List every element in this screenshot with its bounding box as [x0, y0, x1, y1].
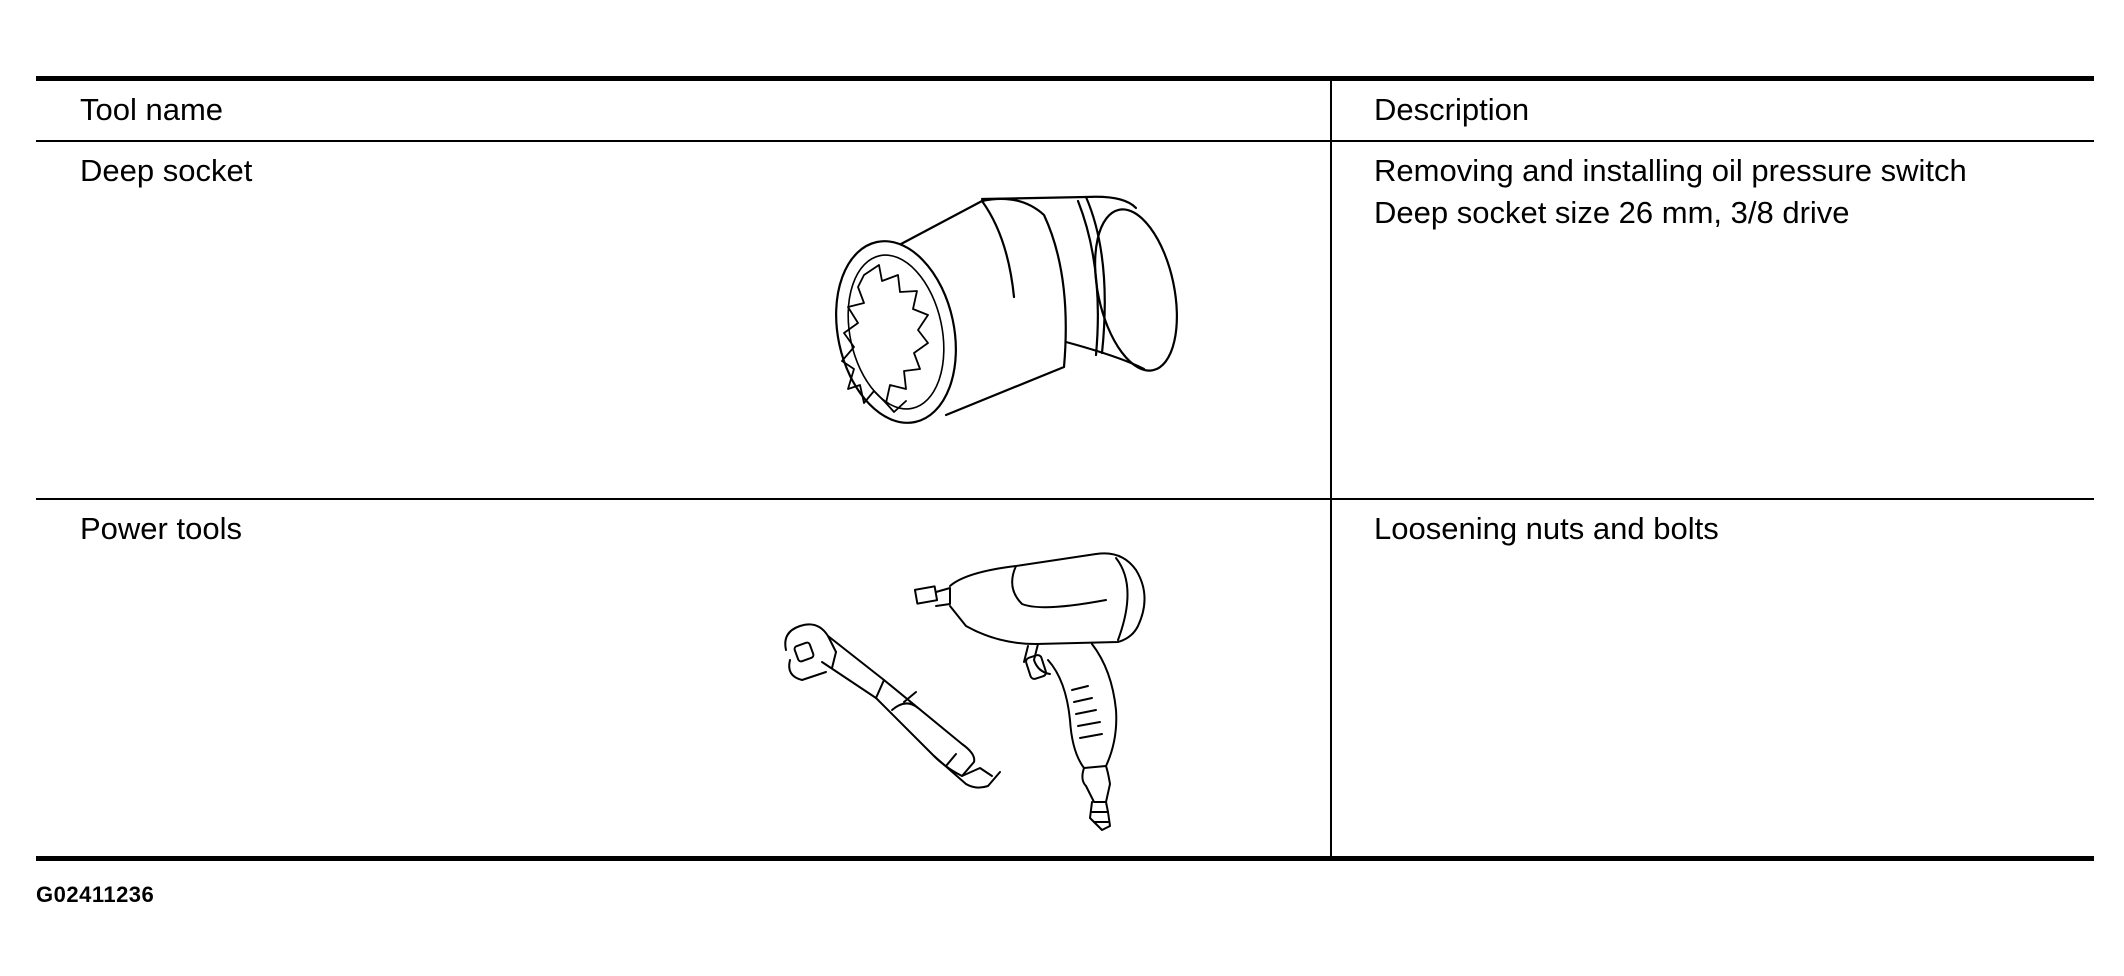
description-line: Loosening nuts and bolts — [1374, 511, 1719, 546]
deep-socket-illustration — [835, 195, 1178, 424]
tool-name-cell: Deep socket — [36, 142, 1332, 498]
table-header-row: Tool name Description — [36, 81, 2094, 140]
power-tools-illustration — [784, 552, 1146, 831]
description-cell: Loosening nuts and bolts — [1332, 500, 2094, 856]
tool-name-deep-socket: Deep socket — [80, 153, 253, 188]
table-row: Power tools — [36, 498, 2094, 856]
table-row: Deep socket — [36, 140, 2094, 498]
header-tool-name-cell: Tool name — [36, 81, 1332, 140]
tool-name-power-tools: Power tools — [80, 511, 242, 546]
header-tool-name: Tool name — [80, 92, 224, 127]
description-line: Removing and installing oil pressure swi… — [1374, 153, 1967, 188]
description-line: Deep socket size 26 mm, 3/8 drive — [1374, 195, 1850, 230]
impact-wrench-icon — [913, 552, 1146, 831]
description-text: Removing and installing oil pressure swi… — [1374, 150, 1967, 234]
header-description: Description — [1374, 92, 1530, 127]
tool-table: Tool name Description Deep socket — [36, 76, 2094, 861]
tool-name-cell: Power tools — [36, 500, 1332, 856]
description-cell: Removing and installing oil pressure swi… — [1332, 142, 2094, 498]
header-description-cell: Description — [1332, 81, 2094, 140]
description-text: Loosening nuts and bolts — [1374, 508, 1719, 550]
air-ratchet-icon — [784, 623, 1001, 789]
figure-code: G02411236 — [36, 882, 155, 907]
